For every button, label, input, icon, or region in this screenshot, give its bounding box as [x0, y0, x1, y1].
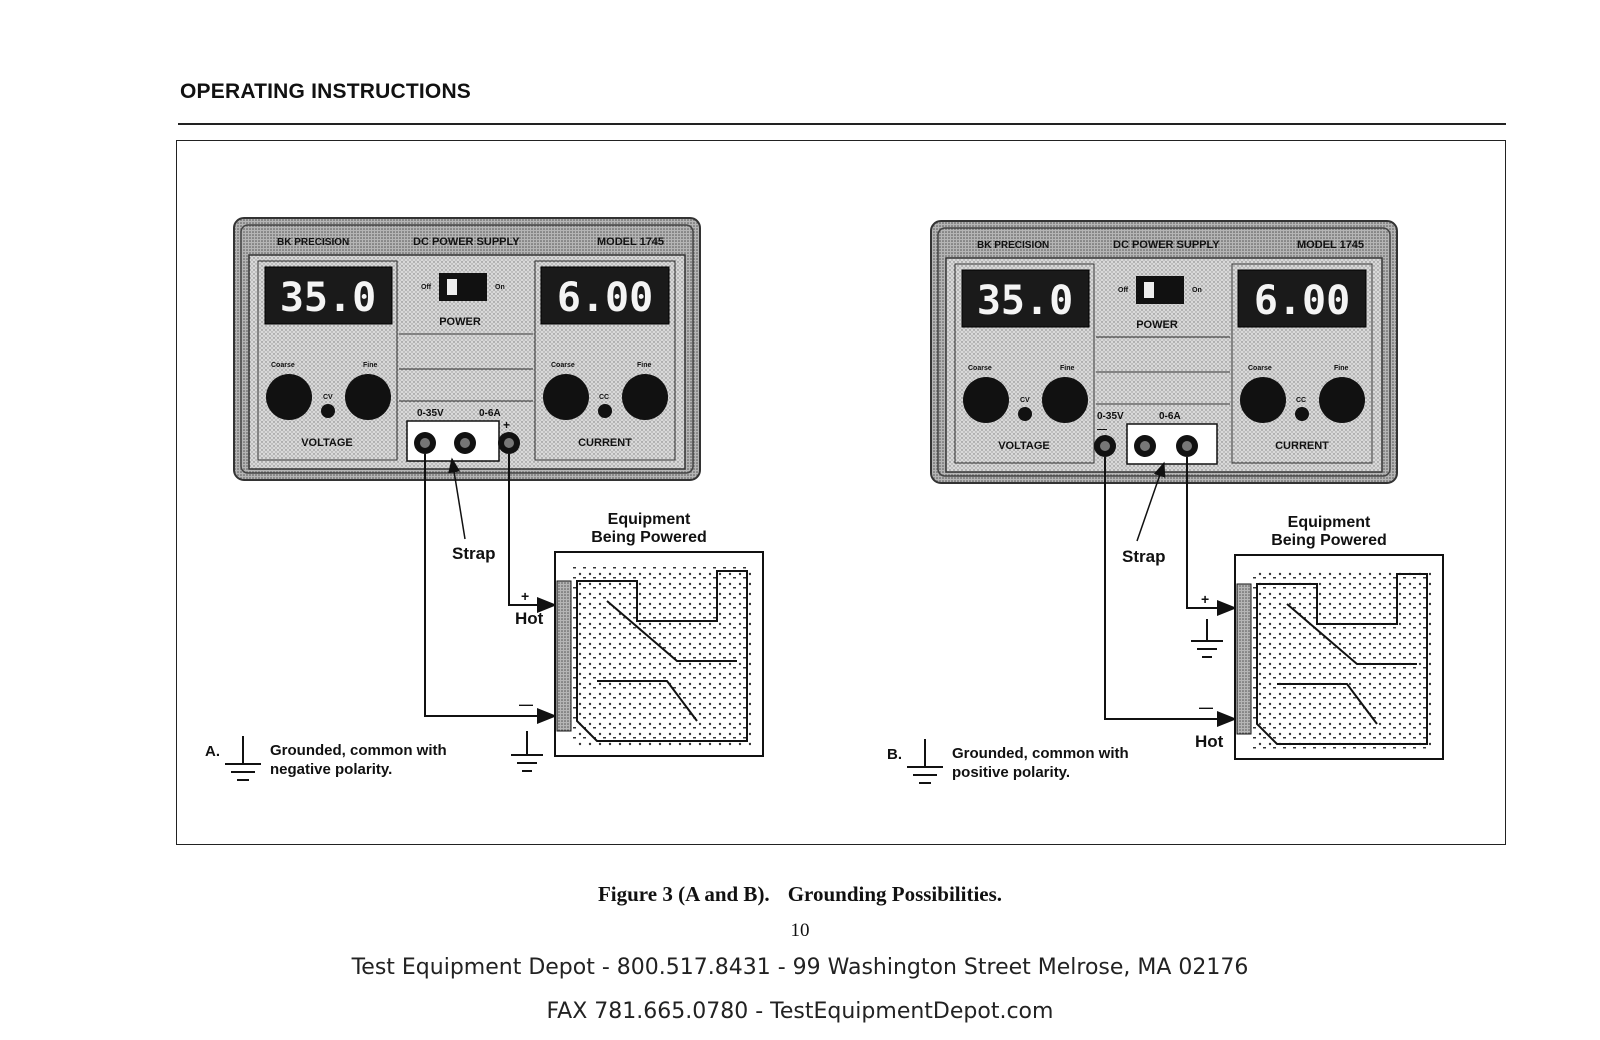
brand-label: BK PRECISION: [977, 240, 1049, 251]
equipment-label-line1: Equipment: [608, 511, 691, 528]
equipment-label-line2: Being Powered: [591, 529, 707, 546]
current-fine-knob[interactable]: [622, 374, 668, 420]
coarse-label: Coarse: [1248, 365, 1272, 372]
voltage-label: VOLTAGE: [301, 437, 353, 449]
cc-indicator: [598, 404, 612, 418]
current-readout: 6.00: [557, 275, 653, 321]
power-switch[interactable]: [439, 273, 487, 301]
off-label: Off: [1118, 287, 1129, 294]
heading-rule: [178, 123, 1506, 125]
model-label: MODEL 1745: [1297, 239, 1364, 251]
cv-indicator: [321, 404, 335, 418]
figure-letter-a: A.: [205, 743, 220, 760]
voltage-fine-knob[interactable]: [1042, 377, 1088, 423]
note-a-line1: Grounded, common with: [270, 742, 447, 759]
cc-label: CC: [1296, 397, 1306, 404]
note-a-line2: negative polarity.: [270, 761, 392, 778]
ground-symbol-a: [225, 736, 261, 781]
cc-label: CC: [599, 394, 609, 401]
figure-title: Grounding Possibilities.: [787, 882, 1003, 906]
note-b-line2: positive polarity.: [952, 764, 1070, 781]
wiring-b: [1104, 457, 1237, 727]
on-label: On: [1192, 287, 1202, 294]
current-label: CURRENT: [1275, 440, 1329, 452]
range-a-label: 0-6A: [1159, 411, 1181, 422]
cv-indicator: [1018, 407, 1032, 421]
ground-symbol-b2: [1191, 619, 1223, 658]
coarse-label: Coarse: [968, 365, 992, 372]
figure-caption: Figure 3 (A and B). Grounding Possibiliti…: [0, 882, 1600, 907]
fine-label: Fine: [363, 362, 377, 369]
figure-number: Figure 3 (A and B).: [597, 882, 770, 906]
figure-frame: BK PRECISION DC POWER SUPPLY MODEL 1745 …: [176, 140, 1506, 845]
minus-label: —: [519, 696, 533, 712]
equipment-label-line1: Equipment: [1288, 514, 1371, 531]
minus-terminal-label: —: [1097, 424, 1107, 435]
hot-label: Hot: [515, 609, 544, 628]
current-display: [1237, 269, 1367, 328]
coarse-label: Coarse: [271, 362, 295, 369]
power-switch[interactable]: [1136, 276, 1184, 304]
minus-label: —: [1199, 699, 1213, 715]
current-coarse-knob[interactable]: [1240, 377, 1286, 423]
off-label: Off: [421, 284, 432, 291]
range-a-label: 0-6A: [479, 408, 501, 419]
current-coarse-knob[interactable]: [543, 374, 589, 420]
voltage-coarse-knob[interactable]: [963, 377, 1009, 423]
cv-label: CV: [1020, 397, 1030, 404]
plus-terminal-label: +: [503, 418, 510, 432]
voltage-fine-knob[interactable]: [345, 374, 391, 420]
plus-label: +: [521, 588, 529, 604]
footer-contact: Test Equipment Depot - 800.517.8431 - 99…: [351, 955, 1249, 980]
equipment-label-line2: Being Powered: [1271, 532, 1387, 549]
cc-indicator: [1295, 407, 1309, 421]
current-label: CURRENT: [578, 437, 632, 449]
voltage-display: [264, 266, 393, 325]
wiring-a: [424, 454, 557, 724]
fine-label: Fine: [1334, 365, 1348, 372]
figure-letter-b: B.: [887, 746, 902, 763]
ground-symbol-b: [907, 739, 943, 784]
strap-label: Strap: [452, 544, 495, 563]
fine-label: Fine: [1060, 365, 1074, 372]
range-v-label: 0-35V: [1097, 411, 1124, 422]
power-supply-b: BK PRECISION DC POWER SUPPLY MODEL 1745 …: [930, 220, 1398, 484]
hot-label: Hot: [1195, 732, 1224, 751]
power-supply-a: BK PRECISION DC POWER SUPPLY MODEL 1745 …: [233, 217, 701, 481]
current-display: [540, 266, 670, 325]
footer-fax-web: FAX 781.665.0780 - TestEquipmentDepot.co…: [546, 999, 1054, 1024]
voltage-readout: 35.0: [977, 278, 1073, 324]
voltage-readout: 35.0: [280, 275, 376, 321]
fine-label: Fine: [637, 362, 651, 369]
coarse-label: Coarse: [551, 362, 575, 369]
voltage-display: [961, 269, 1090, 328]
on-label: On: [495, 284, 505, 291]
brand-label: BK PRECISION: [277, 237, 349, 248]
equipment-board-a: [554, 551, 764, 757]
grounding-diagram: BK PRECISION DC POWER SUPPLY MODEL 1745 …: [205, 217, 1444, 784]
current-readout: 6.00: [1254, 278, 1350, 324]
strap-label: Strap: [1122, 547, 1165, 566]
range-v-label: 0-35V: [417, 408, 444, 419]
section-heading: OPERATING INSTRUCTIONS: [180, 80, 472, 103]
product-label: DC POWER SUPPLY: [413, 236, 520, 248]
equipment-board-b: [1234, 554, 1444, 760]
page-number: 10: [790, 920, 810, 941]
cv-label: CV: [323, 394, 333, 401]
current-fine-knob[interactable]: [1319, 377, 1365, 423]
power-label: POWER: [439, 316, 481, 328]
voltage-label: VOLTAGE: [998, 440, 1050, 452]
product-label: DC POWER SUPPLY: [1113, 239, 1220, 251]
plus-label: +: [1201, 591, 1209, 607]
ground-symbol-a2: [511, 731, 543, 772]
power-label: POWER: [1136, 319, 1178, 331]
model-label: MODEL 1745: [597, 236, 664, 248]
voltage-coarse-knob[interactable]: [266, 374, 312, 420]
note-b-line1: Grounded, common with: [952, 745, 1129, 762]
